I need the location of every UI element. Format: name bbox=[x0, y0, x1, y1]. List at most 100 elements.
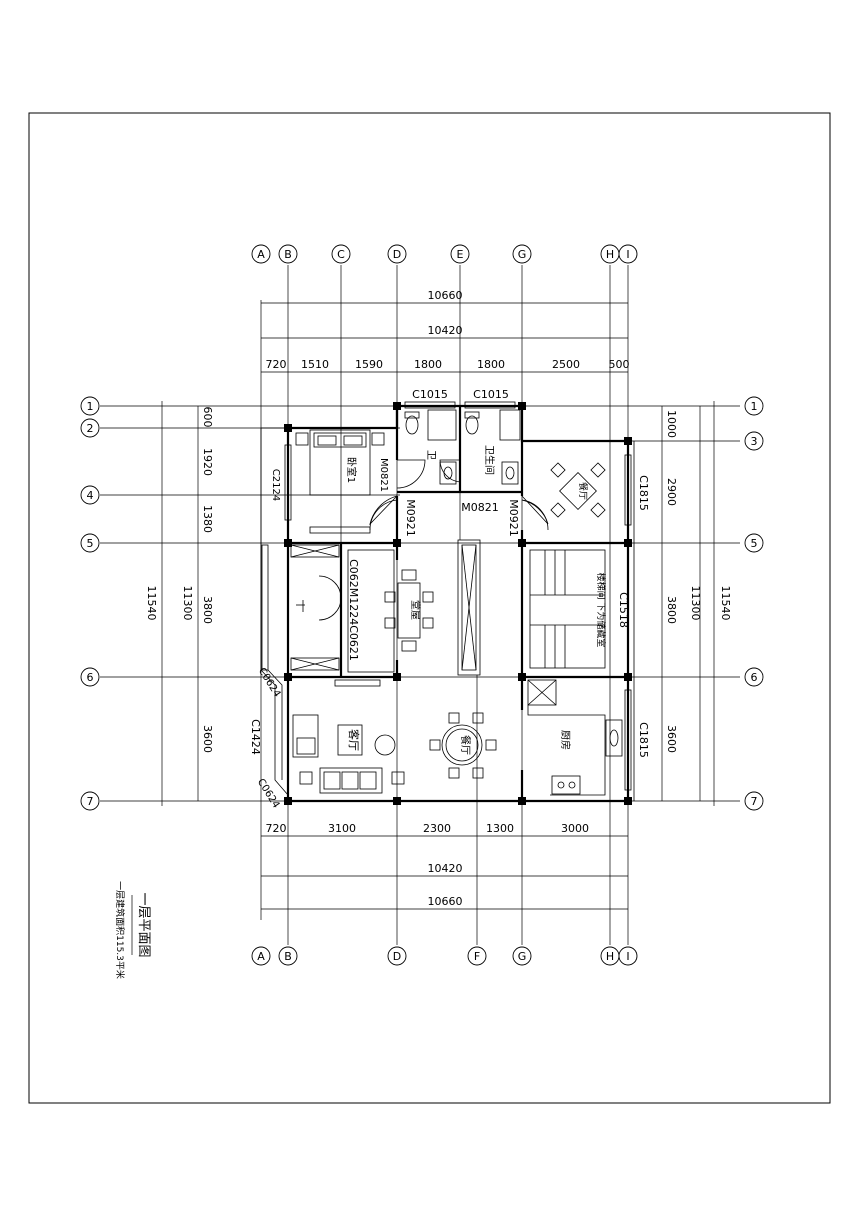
outer-walls bbox=[260, 404, 635, 803]
dim-right-segment: 1000 bbox=[665, 410, 678, 438]
small-dining: 餐厅 C1815 bbox=[550, 462, 650, 518]
dim-bottom-segment: 720 bbox=[266, 822, 287, 835]
opening-c1815-bottom: C1815 bbox=[637, 722, 650, 758]
bathrooms: 卫 卫生间 C1015 C1015 M0821 M0921 M0921 bbox=[404, 388, 521, 537]
bedroom: 卧室1 M0821 C2124 bbox=[270, 429, 389, 501]
dimensions-left: 11540 11300 600 1920 1380 3800 3600 bbox=[145, 401, 214, 806]
room-bath-right: 卫生间 bbox=[483, 445, 496, 475]
grid-label-right: 6 bbox=[751, 671, 758, 684]
room-bath-left: 卫 bbox=[425, 450, 436, 460]
opening-c062-m1224: C062M1224C0621 bbox=[347, 559, 360, 661]
dim-bottom-total-outer: 10660 bbox=[428, 895, 463, 908]
hall: 堂屋 C062M1224C0621 bbox=[290, 539, 481, 676]
stair: 楼梯间 下为储藏室 C1518 bbox=[529, 549, 630, 669]
dim-right-segment: 2900 bbox=[665, 478, 678, 506]
opening-c1815-top: C1815 bbox=[637, 475, 650, 511]
dim-top-segment: 1800 bbox=[414, 358, 442, 371]
grid-label-right: 3 bbox=[751, 435, 758, 448]
dim-right-segment: 3600 bbox=[665, 725, 678, 753]
dim-bottom-segment: 3000 bbox=[561, 822, 589, 835]
title-block: 一层平面图 一层建筑面积115.3平米 bbox=[114, 881, 151, 979]
columns bbox=[284, 402, 632, 805]
windows bbox=[261, 401, 632, 791]
dim-left-segment: 1380 bbox=[201, 505, 214, 533]
grid-label-left: 6 bbox=[87, 671, 94, 684]
room-kitchen: 厨房 bbox=[559, 730, 572, 750]
dim-top-segment: 1510 bbox=[301, 358, 329, 371]
dim-left-total-inner: 11300 bbox=[181, 586, 194, 621]
grid-label-bottom: A bbox=[257, 950, 265, 963]
opening-c2124: C2124 bbox=[270, 469, 281, 501]
room-dining-small: 餐厅 bbox=[577, 482, 589, 500]
grid-label-left: 7 bbox=[87, 795, 94, 808]
opening-c1015-left: C1015 bbox=[412, 388, 448, 401]
opening-c1518: C1518 bbox=[617, 592, 630, 628]
opening-c1015-right: C1015 bbox=[473, 388, 509, 401]
dim-left-segment: 600 bbox=[201, 407, 214, 428]
grid-label-bottom: H bbox=[606, 950, 614, 963]
dim-top-segment: 500 bbox=[609, 358, 630, 371]
grid-label-top: E bbox=[457, 248, 464, 261]
grid-label-top: A bbox=[257, 248, 265, 261]
sheet-border bbox=[28, 112, 831, 1104]
grid-label-bottom: F bbox=[474, 950, 480, 963]
grid-label-bottom: D bbox=[393, 950, 401, 963]
dim-top-segment: 2500 bbox=[552, 358, 580, 371]
dim-left-segment: 3600 bbox=[201, 725, 214, 753]
grid-label-top: H bbox=[606, 248, 614, 261]
grid-label-left: 5 bbox=[87, 537, 94, 550]
opening-m0921-left: M0921 bbox=[404, 499, 417, 537]
grid-label-top: G bbox=[518, 248, 527, 261]
grid-label-bottom: I bbox=[626, 950, 629, 963]
plan-title: 一层平面图 bbox=[136, 892, 151, 957]
grid-label-left: 4 bbox=[87, 489, 94, 502]
room-stair-note: 楼梯间 下为储藏室 bbox=[595, 573, 607, 648]
opening-c0624-a: C0624 bbox=[256, 666, 283, 699]
room-living: 客厅 bbox=[347, 729, 361, 751]
dim-top-segment: 1590 bbox=[355, 358, 383, 371]
grid-label-top: B bbox=[284, 248, 292, 261]
dining-room: 餐厅 bbox=[429, 712, 497, 779]
room-dining: 餐厅 bbox=[459, 735, 472, 755]
dim-top-segment: 720 bbox=[266, 358, 287, 371]
dimensions-right: 1000 2900 3800 3600 11300 11540 bbox=[661, 401, 732, 806]
grid-label-right: 5 bbox=[751, 537, 758, 550]
dim-bottom-segment: 2300 bbox=[423, 822, 451, 835]
grid-label-top: D bbox=[393, 248, 401, 261]
dim-right-total-outer: 11540 bbox=[719, 586, 732, 621]
dimensions-bottom: 720 3100 2300 1300 3000 10420 10660 bbox=[261, 822, 628, 910]
plan-subtitle: 一层建筑面积115.3平米 bbox=[114, 881, 126, 979]
grid-bubbles-right: 1 3 5 6 7 bbox=[744, 396, 764, 811]
opening-c0624-b: C0624 bbox=[255, 777, 282, 810]
room-hall: 堂屋 bbox=[409, 600, 421, 620]
dim-left-segment: 3800 bbox=[201, 596, 214, 624]
dim-bottom-segment: 3100 bbox=[328, 822, 356, 835]
grid-label-right: 7 bbox=[751, 795, 758, 808]
grid-label-bottom: B bbox=[284, 950, 292, 963]
opening-m0921-right: M0921 bbox=[507, 499, 520, 537]
dim-top-total-outer: 10660 bbox=[428, 289, 463, 302]
grid-label-bottom: G bbox=[518, 950, 527, 963]
grid-bubbles-top: A B C D E G H I bbox=[251, 244, 638, 264]
dimensions-top: 10660 10420 720 1510 1590 1800 1800 2500… bbox=[261, 289, 630, 373]
opening-c1424: C1424 bbox=[249, 719, 262, 755]
kitchen: 厨房 C1815 bbox=[527, 679, 650, 796]
living-room: 客厅 C0624 C1424 C0624 bbox=[249, 666, 405, 810]
room-bedroom: 卧室1 bbox=[345, 457, 358, 483]
interior-walls bbox=[288, 406, 628, 801]
dim-top-segment: 1800 bbox=[477, 358, 505, 371]
grid-label-left: 2 bbox=[87, 422, 94, 435]
grid-bubbles-left: 1 2 4 5 6 7 bbox=[80, 396, 100, 811]
dim-right-segment: 3800 bbox=[665, 596, 678, 624]
grid-bubbles-bottom: A B D F G H I bbox=[251, 946, 638, 966]
dim-left-total-outer: 11540 bbox=[145, 586, 158, 621]
dim-right-total-inner: 11300 bbox=[689, 586, 702, 621]
grid-label-top: I bbox=[626, 248, 629, 261]
dim-bottom-segment: 1300 bbox=[486, 822, 514, 835]
opening-m0821-bath: M0821 bbox=[461, 501, 499, 514]
dim-left-segment: 1920 bbox=[201, 448, 214, 476]
doors bbox=[318, 459, 549, 621]
grid-label-right: 1 bbox=[751, 400, 758, 413]
dim-top-total-inner: 10420 bbox=[428, 324, 463, 337]
